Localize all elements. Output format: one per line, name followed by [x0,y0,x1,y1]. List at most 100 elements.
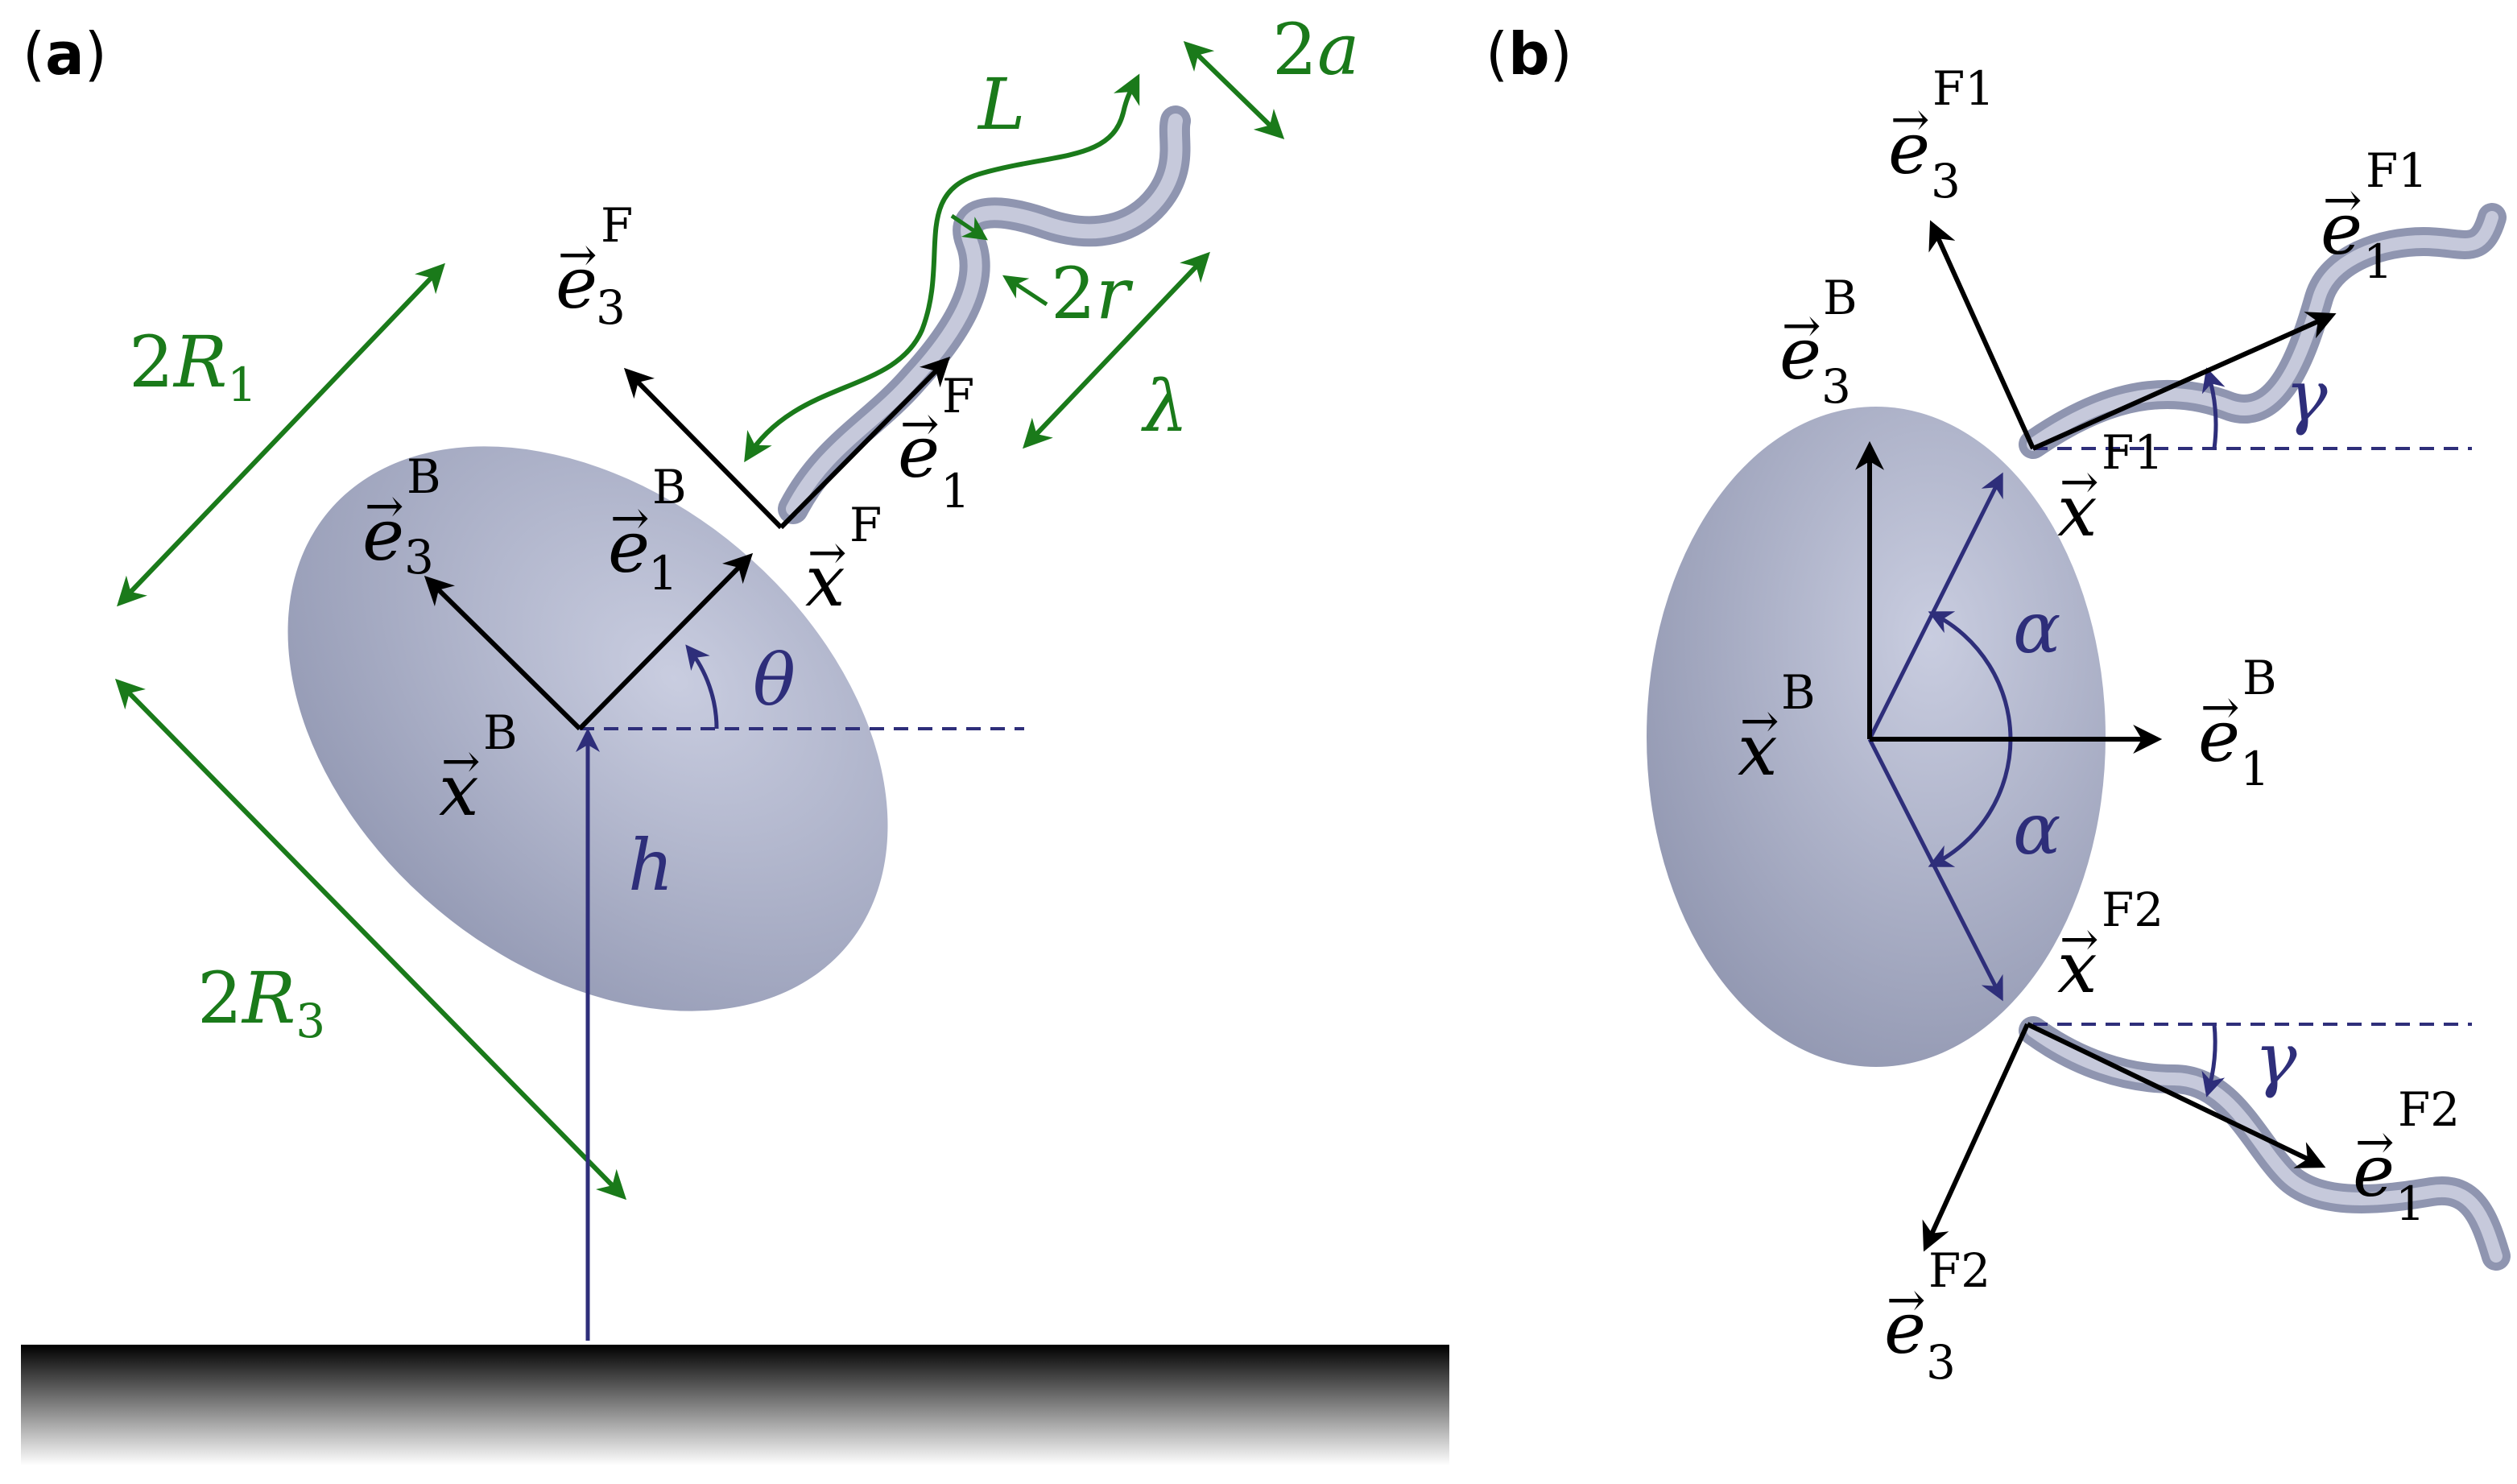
e1-flagellum-vector [779,356,951,530]
svg-text:3: 3 [1926,1335,1956,1390]
e3-body-vector [424,575,582,731]
label-alpha-lower: α [2013,787,2060,870]
label-2r: 2r [1051,252,1134,335]
label-e3-B-b: e → B 3 [1779,271,1858,414]
alpha-ray-upper [1867,472,2003,741]
label-gamma-upper: γ [2285,354,2328,437]
label-x-B-b: x → B [1738,665,1816,792]
e3-f1-vector [1928,220,2036,450]
svg-text:→: → [900,396,940,451]
svg-text:F2: F2 [2102,883,2164,937]
svg-text:B: B [1823,271,1858,325]
svg-text:B: B [407,449,441,504]
alpha-arc-upper [1928,611,2013,740]
svg-text:3: 3 [596,280,626,335]
svg-text:1: 1 [940,464,970,519]
label-e1-F1-b: e → F1 1 [2321,143,2428,289]
label-lambda: λ [1141,365,1188,448]
svg-text:x: x [1738,709,1778,792]
label-x-F2-b: x → F2 [2057,883,2164,1009]
svg-text:1: 1 [2363,234,2393,289]
svg-text:→: → [610,490,650,545]
svg-text:→: → [2060,911,2099,966]
svg-text:B: B [652,460,687,515]
svg-text:x: x [805,539,845,622]
label-x-F-a: x → F [805,498,882,622]
label-x-F1-b: x → F1 [2057,425,2164,552]
svg-text:→: → [441,734,481,788]
svg-text:→: → [1782,298,1821,353]
flagellum-length-arrow [744,73,1140,463]
svg-text:x: x [2057,469,2098,552]
e1-body-vector [577,552,754,731]
label-2R1: 2R1 [129,320,257,412]
svg-text:e: e [362,494,404,577]
label-2a: 2a [1272,8,1359,91]
alpha-arc-lower [1928,738,2013,867]
label-x-B-a: x → B [439,705,518,832]
amplitude-arrow [1183,40,1285,140]
r3-dimension-arrow [114,678,627,1201]
r1-dimension-arrow [117,262,445,607]
label-e3-B-a: e → B 3 [362,449,441,585]
radius-arrow-upper [950,213,988,241]
panel-b-label: (b) [1486,20,1573,88]
svg-text:3: 3 [1931,154,1961,209]
svg-text:→: → [2323,172,2362,227]
svg-text:→: → [1740,693,1779,748]
label-e1-F-a: e → F 1 [898,369,974,519]
gamma-arc-upper [2201,367,2226,449]
svg-text:F1: F1 [2366,143,2428,198]
alpha-ray-lower [1867,738,2003,1002]
svg-text:→: → [1887,1272,1926,1327]
svg-text:e: e [556,242,597,324]
label-e3-F1-b: e → F1 3 [1888,61,1994,209]
label-e1-B-b: e → B 1 [2198,651,2277,796]
panel-a: (a) 2R1 2R3 L 2a [21,8,1449,1465]
label-e3-F-a: e → F 3 [556,198,633,335]
svg-text:e: e [2321,188,2362,271]
label-h: h [628,824,674,907]
svg-text:F: F [942,369,974,424]
svg-text:1: 1 [2240,742,2270,796]
e3-flagellum-vector [623,367,783,530]
label-theta: θ [753,639,796,721]
svg-text:F2: F2 [1928,1243,1990,1298]
svg-text:e: e [1884,1287,1926,1370]
svg-text:B: B [1781,665,1816,720]
label-e1-F2-b: e → F2 1 [2353,1082,2460,1231]
panel-a-label: (a) [23,20,107,88]
label-gamma-lower: γ [2255,1017,2297,1100]
radius-arrow-lower [1002,275,1048,307]
svg-text:e: e [898,411,940,494]
svg-text:→: → [2060,454,2099,509]
svg-text:F1: F1 [1932,61,1994,116]
label-e3-F2-b: e → F2 3 [1884,1243,1990,1390]
svg-text:1: 1 [2395,1176,2425,1231]
e1-f1-vector [2031,312,2337,451]
svg-text:F: F [849,498,882,552]
panel-b: (b) α α γ γ e → F1 [1486,20,2511,1390]
gamma-arc-lower [2201,1023,2226,1097]
label-e1-B-a: e → B 1 [608,460,687,601]
theta-arc [685,644,719,730]
svg-text:e: e [608,506,650,589]
svg-text:B: B [483,705,518,760]
e1-f2-vector [2026,1022,2326,1168]
svg-text:e: e [1779,312,1821,395]
svg-text:e: e [2198,695,2240,778]
svg-text:→: → [1891,92,1930,147]
label-alpha-upper: α [2013,586,2060,669]
svg-text:→: → [808,525,847,580]
wavelength-arrow [1023,251,1210,449]
svg-text:x: x [439,749,479,832]
svg-text:F2: F2 [2398,1082,2460,1137]
e3-f2-vector [1922,1023,2030,1252]
svg-text:F1: F1 [2102,425,2164,480]
svg-text:→: → [365,478,404,533]
label-2R3: 2R3 [197,957,325,1048]
svg-text:e: e [1888,107,1930,190]
svg-text:x: x [2057,926,2098,1009]
svg-text:B: B [2242,651,2277,705]
